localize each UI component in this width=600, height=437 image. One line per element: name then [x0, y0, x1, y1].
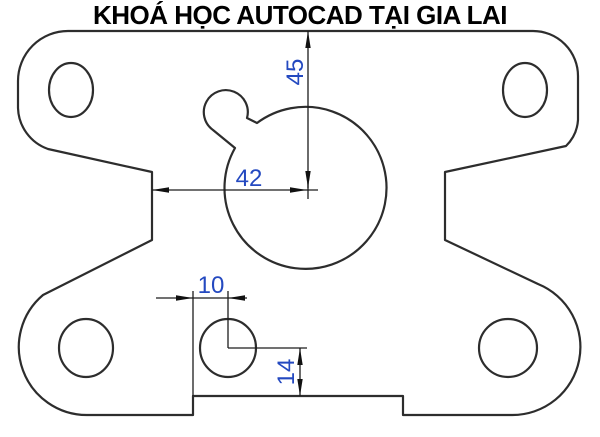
hole-bottom-left	[57, 317, 115, 379]
dim-42-arrow-right-icon	[290, 187, 307, 193]
center-circle-with-tab	[202, 89, 388, 270]
dim-10-arrow-right-icon	[176, 295, 193, 301]
dim-45-arrow-down-icon	[305, 171, 311, 188]
dim-10-arrow-left-icon	[228, 295, 245, 301]
dim-14-arrow-up-icon	[297, 348, 303, 365]
dim-42-arrow-left-icon	[152, 187, 169, 193]
dim-14-value: 14	[273, 359, 300, 386]
dim-14-arrow-down-icon	[297, 379, 303, 396]
hole-top-left	[47, 61, 95, 119]
drawing-title: KHOÁ HỌC AUTOCAD TẠI GIA LAI	[92, 0, 508, 30]
dim-10-value: 10	[198, 272, 225, 299]
dim-45-arrow-up-icon	[305, 31, 311, 48]
dim-45-value: 45	[282, 59, 309, 86]
hole-bottom-right	[477, 317, 539, 379]
dim-42-value: 42	[236, 165, 263, 192]
hole-top-right	[501, 61, 549, 119]
